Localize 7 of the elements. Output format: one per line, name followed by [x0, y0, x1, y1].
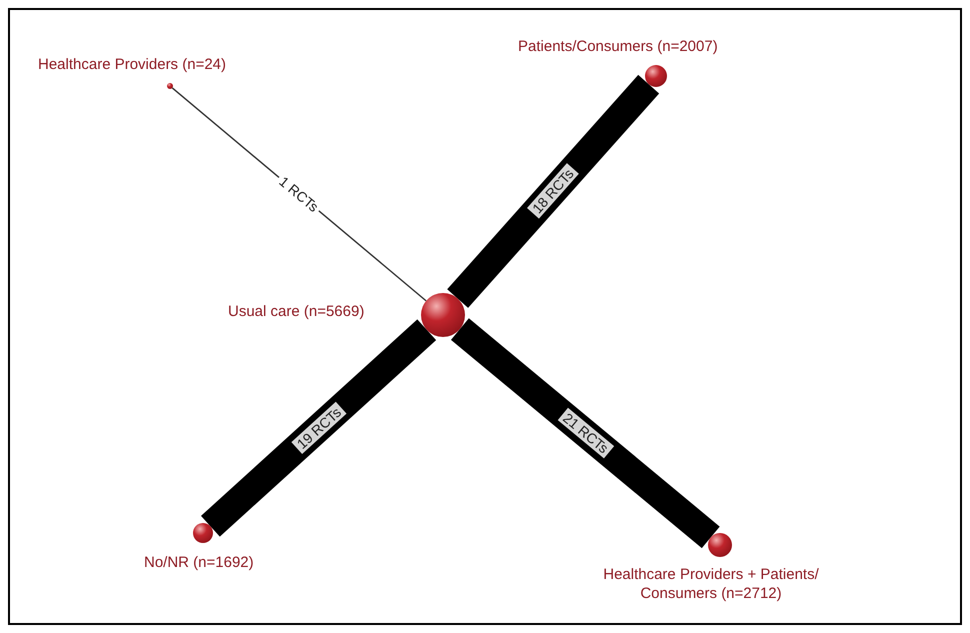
- node-label: No/NR (n=1692): [144, 553, 254, 572]
- node-label: Patients/Consumers (n=2007): [518, 37, 718, 56]
- node-label: Usual care (n=5669): [228, 302, 364, 321]
- node-label: Healthcare Providers (n=24): [38, 55, 226, 74]
- thick-connector: [201, 319, 436, 537]
- thick-connector: [447, 74, 660, 308]
- node-label: Healthcare Providers + Patients/ Consumers (n=2712): [602, 565, 820, 603]
